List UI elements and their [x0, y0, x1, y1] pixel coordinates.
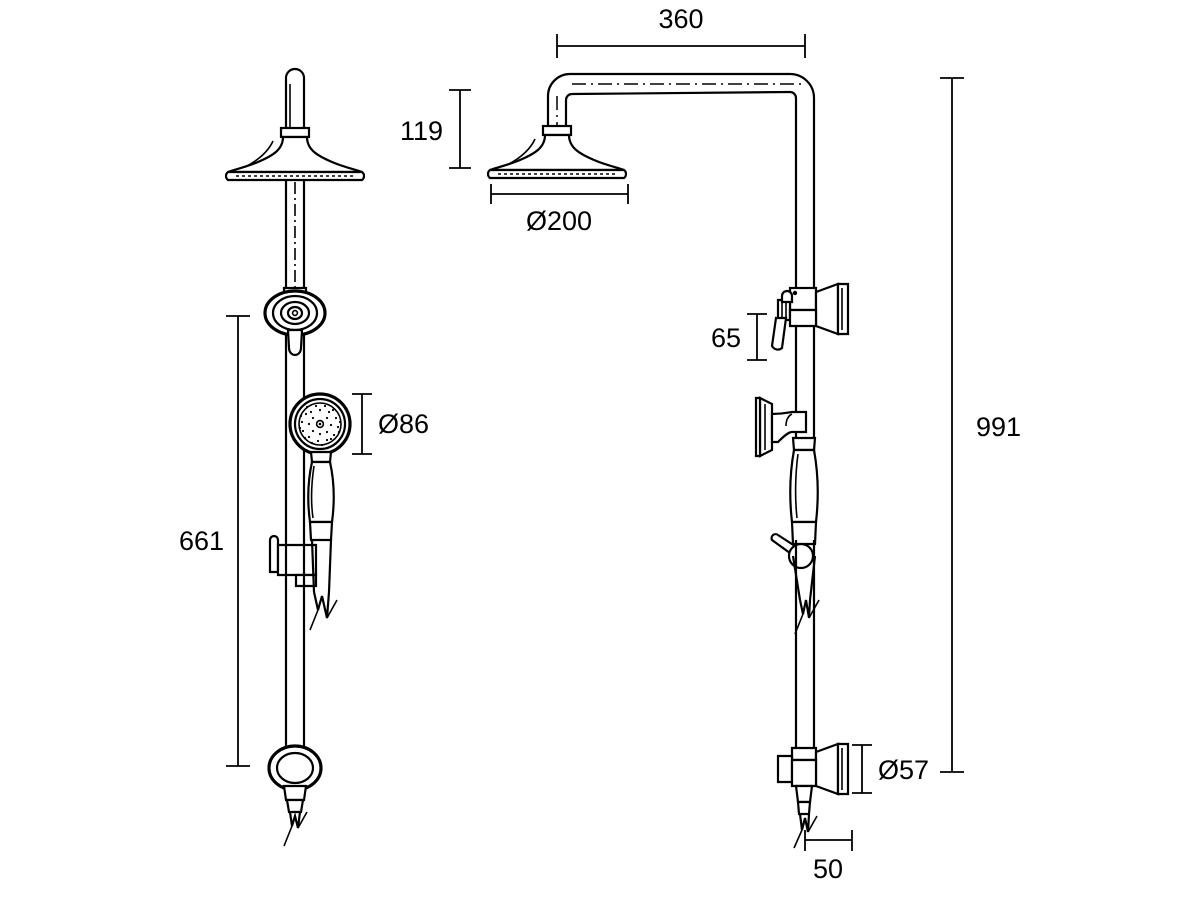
- dimension-diverter-height: 65: [711, 313, 767, 361]
- dimension-label-991: 991: [976, 412, 1021, 442]
- diverter-valve-front: [263, 286, 327, 357]
- riser-rail-front-lower: [284, 538, 306, 752]
- dimension-overall-height: 991: [940, 77, 1021, 773]
- front-elevation-view: 661 Ø86: [179, 67, 429, 847]
- spray-face-perforations: [298, 404, 342, 447]
- side-elevation-view: 360 119 Ø200 65: [400, 4, 1021, 884]
- dimension-flange-diameter: Ø57: [852, 744, 929, 794]
- dimension-head-height: 119: [400, 89, 471, 169]
- riser-rail-side-lower: [794, 540, 816, 748]
- rain-shower-head-front: [224, 126, 366, 182]
- shower-hose-front: [309, 539, 338, 631]
- dimension-head-diameter: Ø200: [490, 184, 629, 236]
- dimension-label-119: 119: [400, 116, 443, 146]
- dimension-label-50: 50: [813, 854, 843, 884]
- dimension-label-661: 661: [179, 526, 224, 556]
- wall-inlet-front: [267, 744, 323, 847]
- overhead-shower-arm-side: [546, 72, 816, 290]
- dimension-label-d57: Ø57: [878, 755, 929, 785]
- dimension-label-360: 360: [658, 4, 703, 34]
- dimension-label-65: 65: [711, 323, 741, 353]
- hand-shower-side: [754, 396, 819, 546]
- dimension-wall-projection: 50: [804, 830, 853, 884]
- hand-shower-holder-front: [268, 534, 318, 588]
- dimension-label-d200: Ø200: [526, 206, 592, 236]
- rain-shower-head-side: [486, 124, 628, 180]
- wall-inlet-side: [776, 742, 850, 849]
- front-overhead-arm-stub: [284, 67, 306, 134]
- diverter-valve-side: [770, 282, 850, 351]
- dimension-handshower-diameter: Ø86: [352, 393, 429, 455]
- dimension-label-d86: Ø86: [378, 409, 429, 439]
- dimension-rail-length: 661: [179, 315, 250, 767]
- dimension-arm-reach: 360: [556, 4, 806, 58]
- riser-rail-front-upper: [284, 180, 306, 296]
- hand-shower-front: [288, 392, 352, 542]
